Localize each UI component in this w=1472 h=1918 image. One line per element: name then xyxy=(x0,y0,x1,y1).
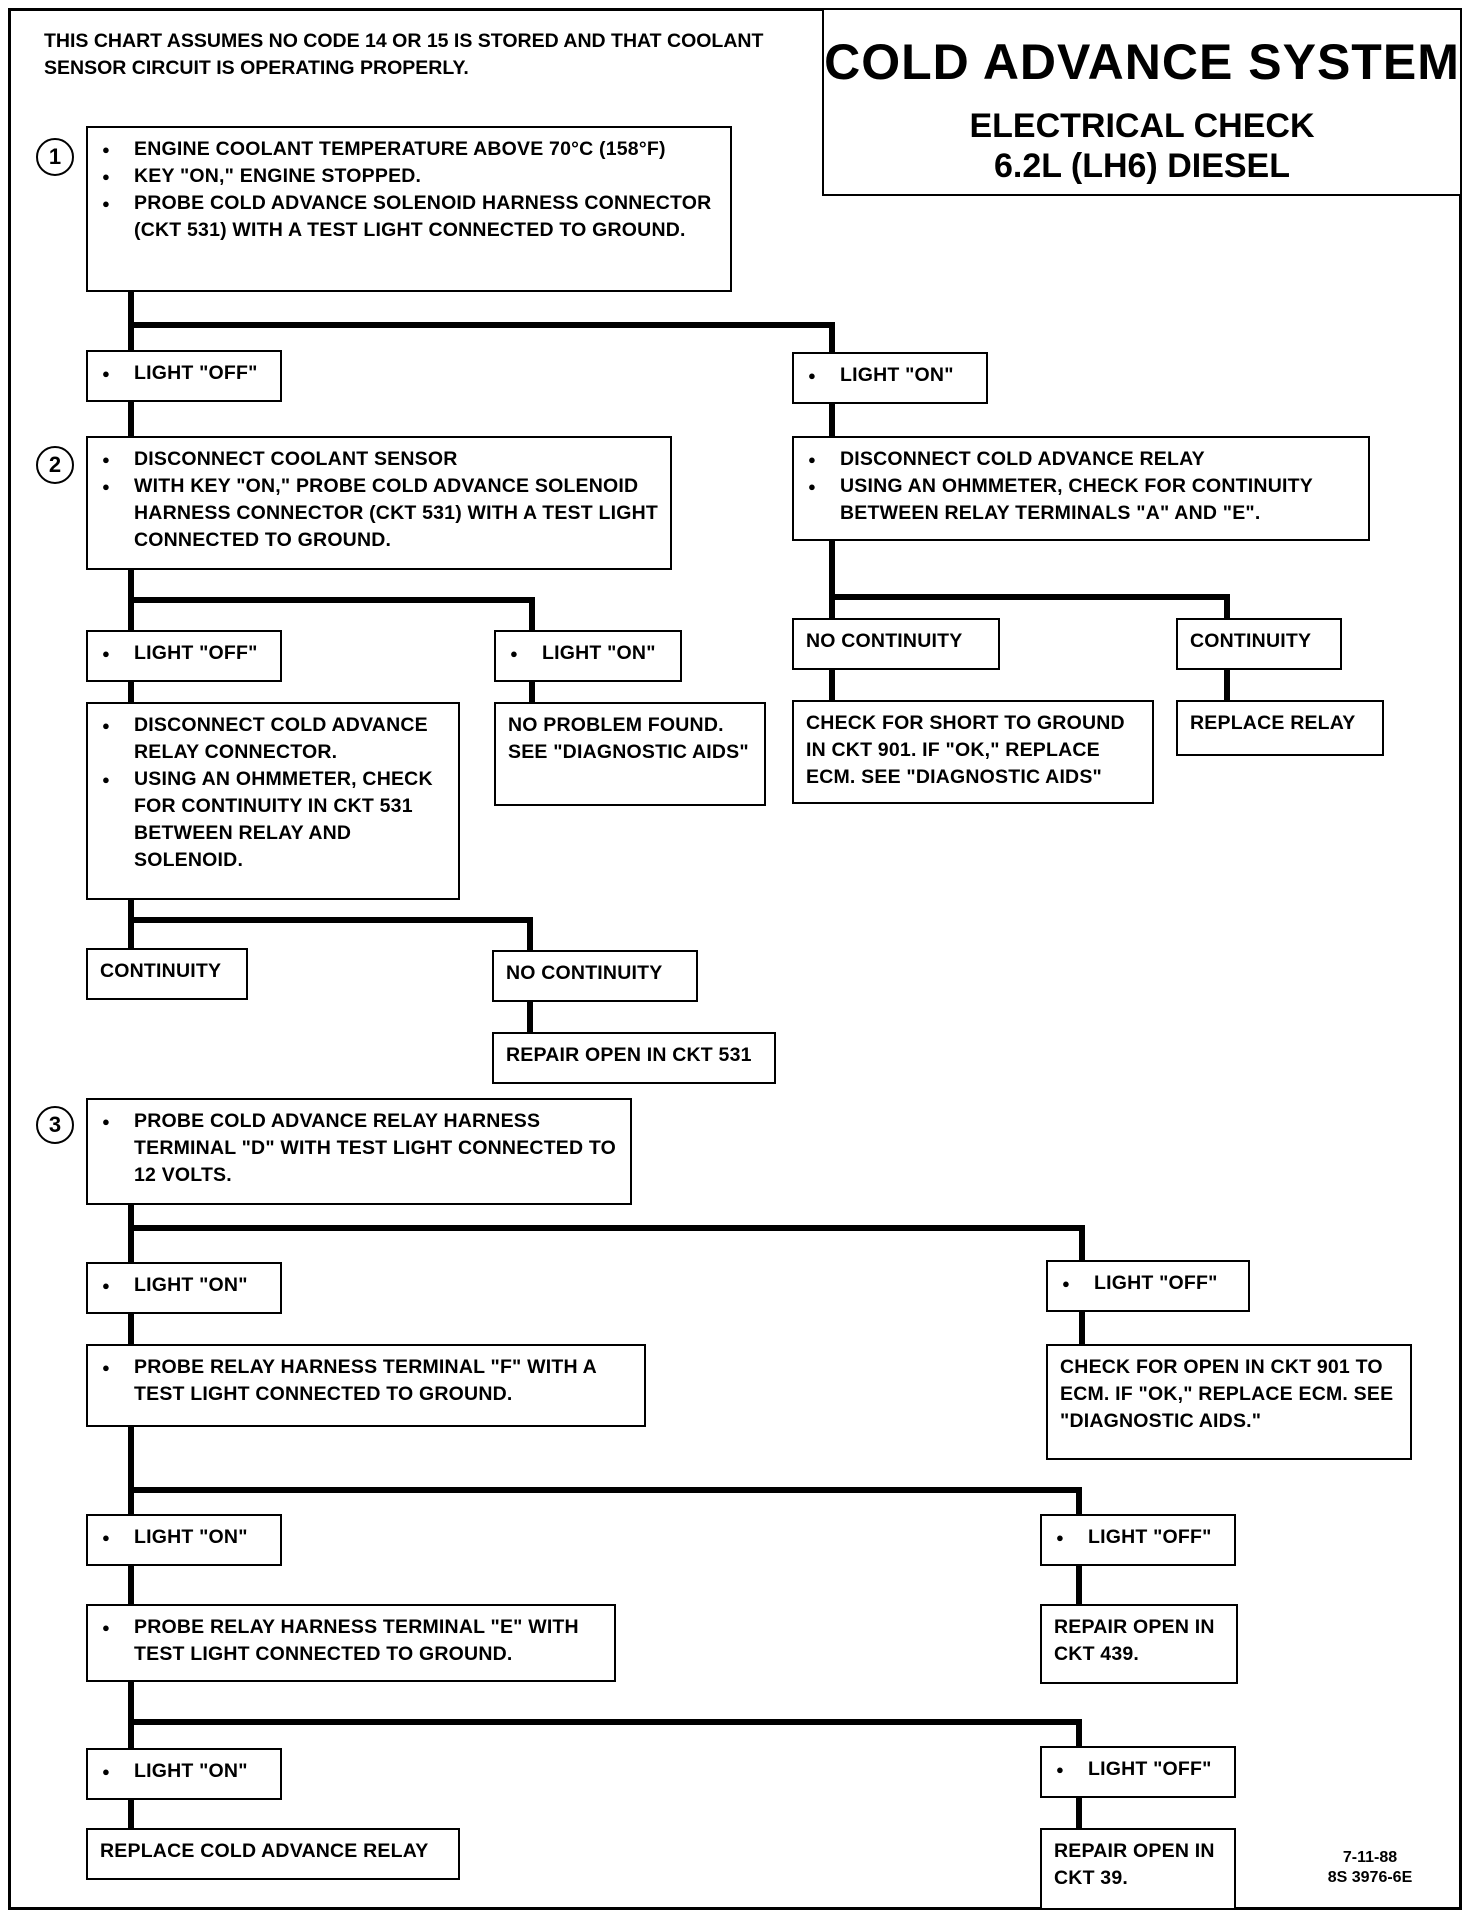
ckt531-continuity-box: CONTINUITY xyxy=(86,948,248,1000)
step-1-marker: 1 xyxy=(36,138,74,176)
step-1-box: ENGINE COOLANT TEMPERATURE ABOVE 70°C (1… xyxy=(86,126,732,292)
line-e-off xyxy=(128,1719,1082,1751)
e-light-on-box: LIGHT "ON" xyxy=(86,1748,282,1800)
s1-light-on-label: LIGHT "ON" xyxy=(806,362,974,389)
footer-id: 7-11-88 8S 3976-6E xyxy=(1300,1848,1440,1888)
probe-f-box: PROBE RELAY HARNESS TERMINAL "F" WITH A … xyxy=(86,1344,646,1427)
chart-title: COLD ADVANCE SYSTEM xyxy=(824,34,1460,90)
step-2-marker: 2 xyxy=(36,446,74,484)
chart-subtitle: ELECTRICAL CHECK xyxy=(969,107,1315,145)
step-2-item: WITH KEY "ON," PROBE COLD ADVANCE SOLENO… xyxy=(100,473,658,554)
title-block: COLD ADVANCE SYSTEM ELECTRICAL CHECK 6.2… xyxy=(822,8,1462,196)
line-f-off xyxy=(128,1487,1082,1519)
f-light-on-box: LIGHT "ON" xyxy=(86,1514,282,1566)
ckt531-no-continuity-box: NO CONTINUITY xyxy=(492,950,698,1002)
relay-check-item: DISCONNECT COLD ADVANCE RELAY xyxy=(806,446,1356,473)
f-light-off-label: LIGHT "OFF" xyxy=(1054,1524,1222,1551)
step-1-item: ENGINE COOLANT TEMPERATURE ABOVE 70°C (1… xyxy=(100,136,718,163)
line-s3-off xyxy=(128,1225,1085,1265)
step-1-item: PROBE COLD ADVANCE SOLENOID HARNESS CONN… xyxy=(100,190,718,244)
no-problem-box: NO PROBLEM FOUND. SEE "DIAGNOSTIC AIDS" xyxy=(494,702,766,806)
chart-frame xyxy=(8,8,1462,1910)
step-2-item: DISCONNECT COOLANT SENSOR xyxy=(100,446,658,473)
line-s2-on xyxy=(128,597,535,635)
relay-check-item: USING AN OHMMETER, CHECK FOR CONTINUITY … xyxy=(806,473,1356,527)
relay-connector-item: USING AN OHMMETER, CHECK FOR CONTINUITY … xyxy=(100,766,446,874)
relay-connector-check-box: DISCONNECT COLD ADVANCE RELAY CONNECTOR.… xyxy=(86,702,460,900)
step-2-box: DISCONNECT COOLANT SENSOR WITH KEY "ON,"… xyxy=(86,436,672,570)
footer-code: 8S 3976-6E xyxy=(1327,1869,1413,1886)
f-light-on-label: LIGHT "ON" xyxy=(100,1524,268,1551)
step-3-marker: 3 xyxy=(36,1106,74,1144)
s3-light-off-label: LIGHT "OFF" xyxy=(1060,1270,1236,1297)
line-relay-cont xyxy=(829,594,1230,621)
repair-439-box: REPAIR OPEN IN CKT 439. xyxy=(1040,1604,1238,1684)
s2-light-on-box: LIGHT "ON" xyxy=(494,630,682,682)
f-light-off-box: LIGHT "OFF" xyxy=(1040,1514,1236,1566)
step-3-item: PROBE COLD ADVANCE RELAY HARNESS TERMINA… xyxy=(100,1108,618,1189)
repair-39-box: REPAIR OPEN IN CKT 39. xyxy=(1040,1828,1236,1910)
probe-e-item: PROBE RELAY HARNESS TERMINAL "E" WITH TE… xyxy=(100,1614,602,1668)
engine-label: 6.2L (LH6) DIESEL xyxy=(994,147,1290,185)
step-1-item: KEY "ON," ENGINE STOPPED. xyxy=(100,163,718,190)
replace-cold-relay-box: REPLACE COLD ADVANCE RELAY xyxy=(86,1828,460,1880)
s3-light-on-box: LIGHT "ON" xyxy=(86,1262,282,1314)
repair-531-box: REPAIR OPEN IN CKT 531 xyxy=(492,1032,776,1084)
open-901-box: CHECK FOR OPEN IN CKT 901 TO ECM. IF "OK… xyxy=(1046,1344,1412,1460)
line-s1-on xyxy=(128,322,835,368)
probe-f-item: PROBE RELAY HARNESS TERMINAL "F" WITH A … xyxy=(100,1354,632,1408)
s1-light-on-box: LIGHT "ON" xyxy=(792,352,988,404)
probe-e-box: PROBE RELAY HARNESS TERMINAL "E" WITH TE… xyxy=(86,1604,616,1682)
s2-light-off-label: LIGHT "OFF" xyxy=(100,640,268,667)
replace-relay-box: REPLACE RELAY xyxy=(1176,700,1384,756)
s2-light-off-box: LIGHT "OFF" xyxy=(86,630,282,682)
relay-no-continuity-box: NO CONTINUITY xyxy=(792,618,1000,670)
step-3-box: PROBE COLD ADVANCE RELAY HARNESS TERMINA… xyxy=(86,1098,632,1205)
line-connector-nocont xyxy=(128,917,533,955)
s1-light-off-label: LIGHT "OFF" xyxy=(100,360,268,387)
short-to-ground-box: CHECK FOR SHORT TO GROUND IN CKT 901. IF… xyxy=(792,700,1154,804)
s3-light-on-label: LIGHT "ON" xyxy=(100,1272,268,1299)
footer-date: 7-11-88 xyxy=(1342,1849,1398,1866)
relay-check-box: DISCONNECT COLD ADVANCE RELAY USING AN O… xyxy=(792,436,1370,541)
relay-continuity-box: CONTINUITY xyxy=(1176,618,1342,670)
e-light-off-box: LIGHT "OFF" xyxy=(1040,1746,1236,1798)
e-light-on-label: LIGHT "ON" xyxy=(100,1758,268,1785)
relay-connector-item: DISCONNECT COLD ADVANCE RELAY CONNECTOR. xyxy=(100,712,446,766)
s3-light-off-box: LIGHT "OFF" xyxy=(1046,1260,1250,1312)
assumption-note: THIS CHART ASSUMES NO CODE 14 OR 15 IS S… xyxy=(44,30,764,79)
e-light-off-label: LIGHT "OFF" xyxy=(1054,1756,1222,1783)
s2-light-on-label: LIGHT "ON" xyxy=(508,640,668,667)
s1-light-off-box: LIGHT "OFF" xyxy=(86,350,282,402)
